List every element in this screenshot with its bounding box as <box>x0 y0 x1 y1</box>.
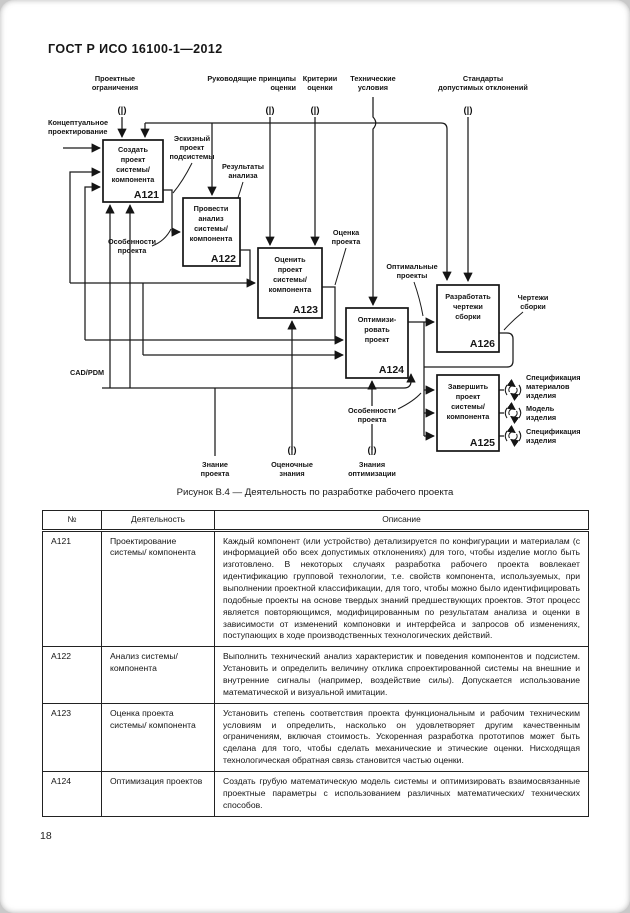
activity-name: Анализ системы/ компонента <box>101 646 215 704</box>
box-code-a124: A124 <box>379 364 404 376</box>
box-code-a122: A122 <box>211 253 236 265</box>
box-code-a121: A121 <box>134 189 159 201</box>
activity-description: Установить степень соответствия проекта … <box>214 702 589 773</box>
activity-table-header: № Деятельность Описание <box>42 510 589 532</box>
loop-arrows-icon <box>504 378 522 402</box>
activity-name: Оценка проекта системы/ компонента <box>101 702 215 773</box>
activity-name: Проектирование системы/ компонента <box>101 529 215 648</box>
tunnel-mark: (|) <box>464 105 473 116</box>
tunnel-mark: (|) <box>118 105 127 116</box>
figure-caption: Рисунок В.4 — Деятельность по разработке… <box>176 487 454 498</box>
box-code-a125: A125 <box>470 437 495 449</box>
activity-code: A123 <box>42 702 102 773</box>
column-header-activity: Деятельность <box>101 510 215 532</box>
column-header-number: № <box>42 510 102 532</box>
label-leaders <box>151 162 524 410</box>
column-header-description: Описание <box>214 510 589 532</box>
document-header: ГОСТ Р ИСО 16100-1—2012 <box>48 42 223 56</box>
activity-code: A122 <box>42 646 102 704</box>
activity-table: № Деятельность Описание A121 Проектирова… <box>42 510 589 817</box>
loop-arrows-icon <box>504 401 522 425</box>
page-number: 18 <box>40 830 52 842</box>
table-row: A122 Анализ системы/ компонента Выполнит… <box>42 646 589 704</box>
tunnel-mark: (|) <box>311 105 320 116</box>
box-code-a126: A126 <box>470 338 495 350</box>
flow-arrows <box>63 97 514 456</box>
tunnel-mark: (|) <box>266 105 275 116</box>
table-row: A123 Оценка проекта системы/ компонента … <box>42 702 589 773</box>
activity-description: Создать грубую математическую модель сис… <box>214 771 589 817</box>
activity-code: A124 <box>42 771 102 817</box>
activity-code: A121 <box>42 529 102 648</box>
tunnel-mark: (|) <box>288 445 297 456</box>
loop-arrows-icon <box>504 424 522 448</box>
mechanism-label-cad-pdm: CAD/PDM <box>70 368 104 377</box>
table-row: A124 Оптимизация проектов Создать грубую… <box>42 771 589 817</box>
activity-description: Выполнить технический анализ характерист… <box>214 646 589 704</box>
table-row: A121 Проектирование системы/ компонента … <box>42 529 589 648</box>
activity-description: Каждый компонент (или устройство) детали… <box>214 529 589 648</box>
activity-name: Оптимизация проектов <box>101 771 215 817</box>
box-code-a123: A123 <box>293 304 318 316</box>
tunnel-mark: (|) <box>368 445 377 456</box>
